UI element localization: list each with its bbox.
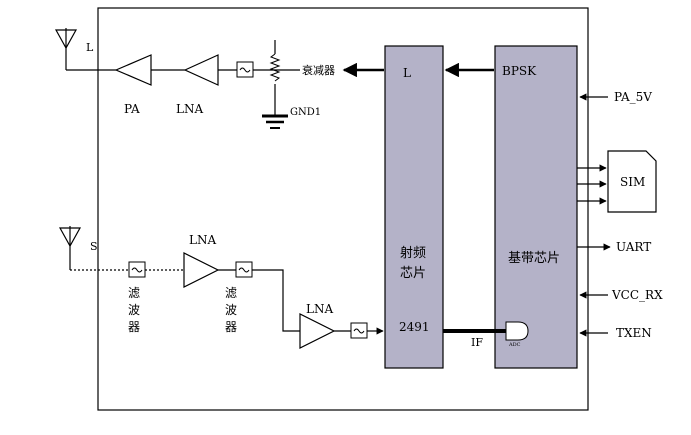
pa-amplifier-icon <box>114 54 152 86</box>
adc-label: ADC <box>508 342 521 348</box>
pa-5v-label: PA_5V <box>614 90 652 104</box>
bpsk-label: BPSK <box>502 64 537 78</box>
filter-2-icon <box>235 261 253 278</box>
lna-top-label: LNA <box>176 102 203 116</box>
attenuator-label: 衰减器 <box>302 63 335 77</box>
filter-2-label-c3: 器 <box>225 320 237 334</box>
filter-1-label-c2: 波 <box>128 303 140 317</box>
filter-1-label-c3: 器 <box>128 320 140 334</box>
vcc-rx-label: VCC_RX <box>611 288 663 302</box>
lna-low-amplifier-icon <box>299 313 336 349</box>
filter-2-label-c2: 波 <box>225 303 237 317</box>
baseband-chip-label: 基带芯片 <box>508 251 560 266</box>
baseband-chip-block <box>494 45 578 369</box>
pa-label: PA <box>124 102 140 116</box>
sim-label: SIM <box>620 175 645 189</box>
sim-card-icon <box>607 150 657 213</box>
rf-chip-2491-label: 2491 <box>399 320 430 334</box>
lna-mid-label: LNA <box>189 233 216 247</box>
filter-1-label-c1: 滤 <box>128 286 140 300</box>
lna-top-amplifier-icon <box>183 54 219 86</box>
rx-line-filter2-lna-low <box>252 269 300 332</box>
if-label: IF <box>471 336 483 349</box>
filter-3-icon <box>350 322 368 339</box>
antenna-s-label: S <box>90 240 98 253</box>
lna-mid-amplifier-icon <box>183 252 220 288</box>
lna-low-label: LNA <box>306 302 333 316</box>
filter-top-icon <box>236 61 254 78</box>
outer-frame <box>97 7 589 411</box>
uart-label: UART <box>616 240 651 254</box>
rf-chip-l-label: L <box>403 66 411 80</box>
ground-icon <box>262 114 288 129</box>
antenna-s-icon <box>58 226 82 270</box>
rf-chip-label-line2: 芯片 <box>400 266 426 281</box>
rf-chip-block <box>384 45 444 369</box>
filter-1-icon <box>128 261 146 278</box>
txen-label: TXEN <box>616 326 652 340</box>
filter-2-label-c1: 滤 <box>225 286 237 300</box>
antenna-l-icon <box>54 28 78 70</box>
antenna-l-label: L <box>86 41 94 54</box>
attenuator-icon <box>269 40 300 115</box>
adc-icon <box>505 321 529 341</box>
rf-chip-label-line1: 射频 <box>400 245 426 261</box>
gnd-label: GND1 <box>290 107 321 118</box>
